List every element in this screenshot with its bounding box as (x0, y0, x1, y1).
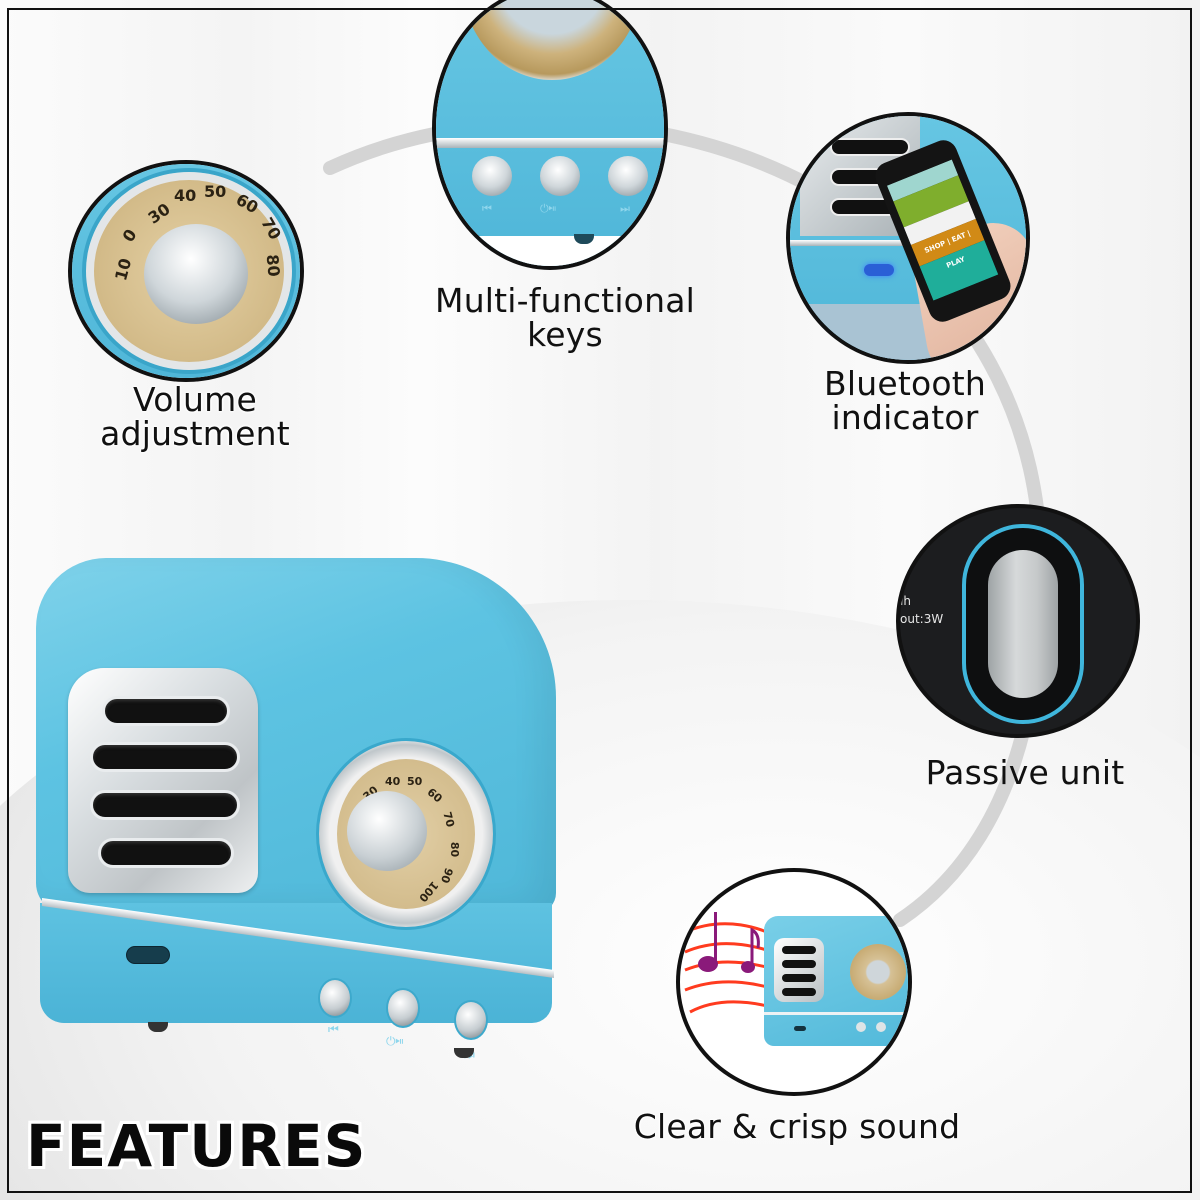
label-bluetooth: Bluetooth indicator (824, 364, 986, 437)
speaker-base (436, 236, 664, 266)
next-icon: ⏭ (620, 202, 630, 215)
prev-icon: ⏮ (328, 1022, 339, 1036)
callout-bluetooth: SHOP | EAT | PLAY (786, 112, 1030, 364)
product-radio-speaker: 30 40 50 60 70 80 90 100 ⏮ ⏻⏯ ⏭ (36, 558, 556, 1062)
passive-radiator-icon (962, 524, 1084, 724)
prev-button[interactable] (472, 156, 512, 196)
label-sound: Clear & crisp sound (633, 1107, 961, 1146)
prev-button[interactable] (318, 978, 352, 1018)
volume-knob (144, 224, 248, 324)
next-button[interactable] (608, 156, 648, 196)
play-power-button[interactable] (386, 988, 420, 1028)
volume-knob[interactable] (347, 791, 427, 871)
callout-passive: ıh out:3W (896, 504, 1140, 738)
play-power-button[interactable] (540, 156, 580, 196)
callout-volume: 10 0 30 40 50 60 70 80 (68, 160, 304, 382)
prev-icon: ⏮ (482, 202, 492, 215)
page-title: FEATURES (26, 1112, 367, 1180)
volume-dial[interactable]: 30 40 50 60 70 80 90 100 (316, 738, 496, 930)
speaker-grille (68, 668, 258, 893)
next-button[interactable] (454, 1000, 488, 1040)
callout-keys: ⏮ ⏻⏯ ⏭ (432, 0, 668, 270)
radio-foot (454, 1048, 474, 1058)
mini-radio (764, 916, 908, 1046)
power-play-icon: ⏻⏯ (540, 202, 556, 215)
bluetooth-led-icon (864, 264, 894, 276)
dial-tick-labels: 10 0 30 40 50 60 70 80 (111, 182, 285, 283)
trim-strip (436, 138, 664, 148)
callout-sound (676, 868, 912, 1096)
label-volume: Volume adjustment (100, 380, 290, 453)
bluetooth-indicator-led (126, 946, 170, 964)
power-play-icon: ⏻⏯ (386, 1034, 404, 1048)
radio-foot (148, 1022, 168, 1032)
label-keys: Multi-functional keys (435, 281, 695, 354)
label-passive: Passive unit (925, 753, 1125, 792)
speaker-foot (574, 234, 594, 244)
